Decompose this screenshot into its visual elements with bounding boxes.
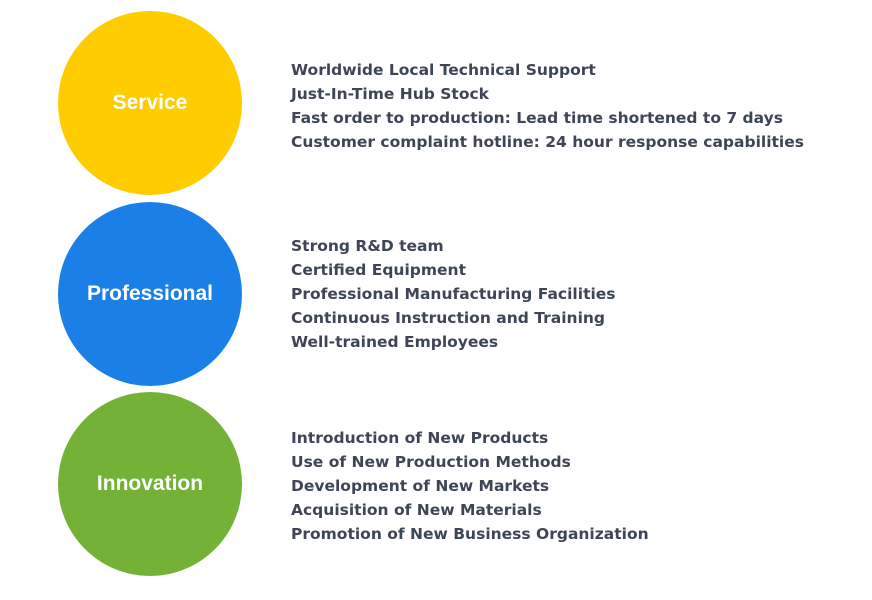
service-circle: Service	[58, 11, 242, 195]
innovation-item: Introduction of New Products	[291, 429, 549, 447]
service-item: Worldwide Local Technical Support	[291, 61, 596, 79]
innovation-items: Introduction of New Products Use of New …	[291, 426, 649, 546]
innovation-circle: Innovation	[58, 392, 242, 576]
innovation-label: Innovation	[96, 472, 204, 495]
professional-label: Professional	[86, 282, 214, 305]
innovation-item: Development of New Markets	[291, 477, 550, 495]
professional-item: Certified Equipment	[291, 261, 466, 279]
professional-item: Continuous Instruction and Training	[291, 309, 606, 327]
professional-items: Strong R&D team Certified Equipment Prof…	[291, 234, 616, 354]
service-label: Service	[112, 91, 188, 114]
innovation-item: Acquisition of New Materials	[291, 501, 542, 519]
professional-item: Strong R&D team	[291, 237, 444, 255]
service-item: Just-In-Time Hub Stock	[291, 85, 489, 103]
professional-item: Well-trained Employees	[291, 333, 499, 351]
professional-circle: Professional	[58, 202, 242, 386]
innovation-item: Use of New Production Methods	[291, 453, 571, 471]
innovation-item: Promotion of New Business Organization	[291, 525, 649, 543]
service-item: Fast order to production: Lead time shor…	[291, 109, 783, 127]
professional-item: Professional Manufacturing Facilities	[291, 285, 616, 303]
service-items: Worldwide Local Technical Support Just-I…	[291, 58, 804, 154]
service-item: Customer complaint hotline: 24 hour resp…	[291, 133, 804, 151]
